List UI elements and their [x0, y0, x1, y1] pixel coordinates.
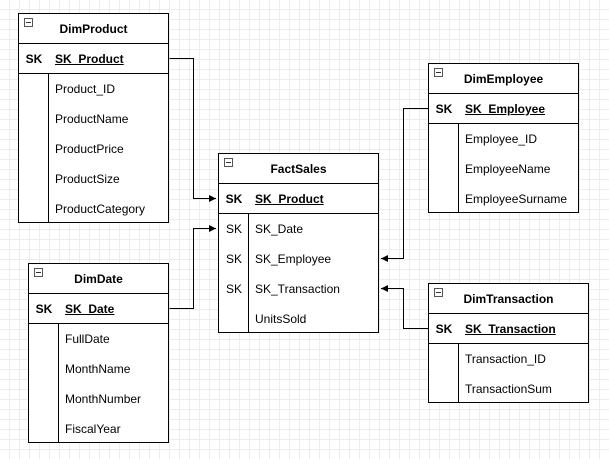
field-row[interactable]: SK SK_Date [219, 214, 378, 244]
key-column-divider [48, 74, 49, 222]
key-label: SK [225, 282, 242, 296]
field-name: SK_Date [65, 302, 115, 316]
table-title: FactSales [270, 162, 327, 176]
field-row[interactable]: EmployeeSurname [429, 184, 578, 214]
field-name: Transaction_ID [465, 352, 546, 366]
field-name: Product_ID [55, 82, 116, 96]
field-name: SK_Transaction [465, 322, 556, 336]
field-name: EmployeeName [465, 162, 551, 176]
table-title: DimProduct [59, 22, 128, 36]
collapse-icon[interactable] [434, 288, 443, 297]
field-row[interactable]: MonthName [29, 354, 168, 384]
connector-transaction[interactable] [381, 285, 429, 329]
key-label: SK [225, 222, 242, 236]
field-row[interactable]: ProductName [19, 104, 168, 134]
field-row[interactable]: Employee_ID [429, 124, 578, 154]
field-name: SK_Product [55, 52, 124, 66]
field-row[interactable]: Transaction_ID [429, 344, 588, 374]
key-label: SK [435, 322, 453, 336]
field-name: FullDate [65, 332, 110, 346]
field-row[interactable]: SK SK_Transaction [219, 274, 378, 304]
table-header[interactable]: DimTransaction [429, 284, 588, 314]
table-header[interactable]: DimDate [29, 264, 168, 294]
primary-key-row[interactable]: SK SK_Date [29, 294, 168, 324]
key-label: SK [225, 252, 242, 266]
primary-key-row[interactable]: SK SK_Product [219, 184, 378, 214]
table-header[interactable]: DimEmployee [429, 64, 578, 94]
field-name: MonthNumber [65, 392, 142, 406]
collapse-icon[interactable] [24, 18, 33, 27]
field-name: SK_Employee [465, 102, 546, 116]
field-row[interactable]: ProductSize [19, 164, 168, 194]
primary-key-row[interactable]: SK SK_Employee [429, 94, 578, 124]
connector-product[interactable] [169, 58, 217, 202]
table-dim-transaction[interactable]: DimTransaction SK SK_Transaction Transac… [428, 283, 589, 403]
key-column-divider [58, 324, 59, 442]
field-name: ProductName [55, 112, 129, 126]
key-label: SK [435, 102, 453, 116]
field-name: ProductPrice [55, 142, 124, 156]
field-name: SK_Product [255, 192, 324, 206]
field-row[interactable]: SK SK_Employee [219, 244, 378, 274]
connector-employee[interactable] [381, 108, 429, 262]
key-label: SK [35, 302, 53, 316]
collapse-icon[interactable] [224, 158, 233, 167]
field-row[interactable]: UnitsSold [219, 304, 378, 334]
table-title: DimDate [74, 272, 123, 286]
field-row[interactable]: EmployeeName [429, 154, 578, 184]
table-dim-date[interactable]: DimDate SK SK_Date FullDate MonthName Mo… [28, 263, 169, 443]
field-name: FiscalYear [65, 422, 121, 436]
field-name: TransactionSum [465, 382, 552, 396]
table-dim-employee[interactable]: DimEmployee SK SK_Employee Employee_ID E… [428, 63, 579, 213]
field-row[interactable]: FullDate [29, 324, 168, 354]
table-title: DimEmployee [463, 72, 544, 86]
primary-key-row[interactable]: SK SK_Product [19, 44, 168, 74]
key-label: SK [225, 192, 243, 206]
field-name: EmployeeSurname [465, 192, 568, 206]
table-header[interactable]: FactSales [219, 154, 378, 184]
collapse-icon[interactable] [434, 68, 443, 77]
key-column-divider [458, 124, 459, 212]
field-row[interactable]: FiscalYear [29, 414, 168, 444]
key-label: SK [25, 52, 43, 66]
key-column-divider [248, 214, 249, 332]
key-column-divider [458, 344, 459, 402]
field-name: ProductSize [55, 172, 120, 186]
field-row[interactable]: ProductPrice [19, 134, 168, 164]
table-dim-product[interactable]: DimProduct SK SK_Product Product_ID Prod… [18, 13, 169, 223]
table-title: DimTransaction [463, 292, 554, 306]
field-name: SK_Transaction [255, 282, 340, 296]
table-fact-sales[interactable]: FactSales SK SK_Product SK SK_Date SK SK… [218, 153, 379, 333]
primary-key-row[interactable]: SK SK_Transaction [429, 314, 588, 344]
table-header[interactable]: DimProduct [19, 14, 168, 44]
field-row[interactable]: TransactionSum [429, 374, 588, 404]
collapse-icon[interactable] [34, 268, 43, 277]
field-name: SK_Date [255, 222, 304, 236]
field-row[interactable]: MonthNumber [29, 384, 168, 414]
field-name: SK_Employee [255, 252, 332, 266]
field-name: MonthName [65, 362, 131, 376]
field-name: UnitsSold [255, 312, 307, 326]
field-name: ProductCategory [55, 202, 146, 216]
field-name: Employee_ID [465, 132, 538, 146]
connector-date[interactable] [169, 225, 217, 309]
field-row[interactable]: Product_ID [19, 74, 168, 104]
field-row[interactable]: ProductCategory [19, 194, 168, 224]
